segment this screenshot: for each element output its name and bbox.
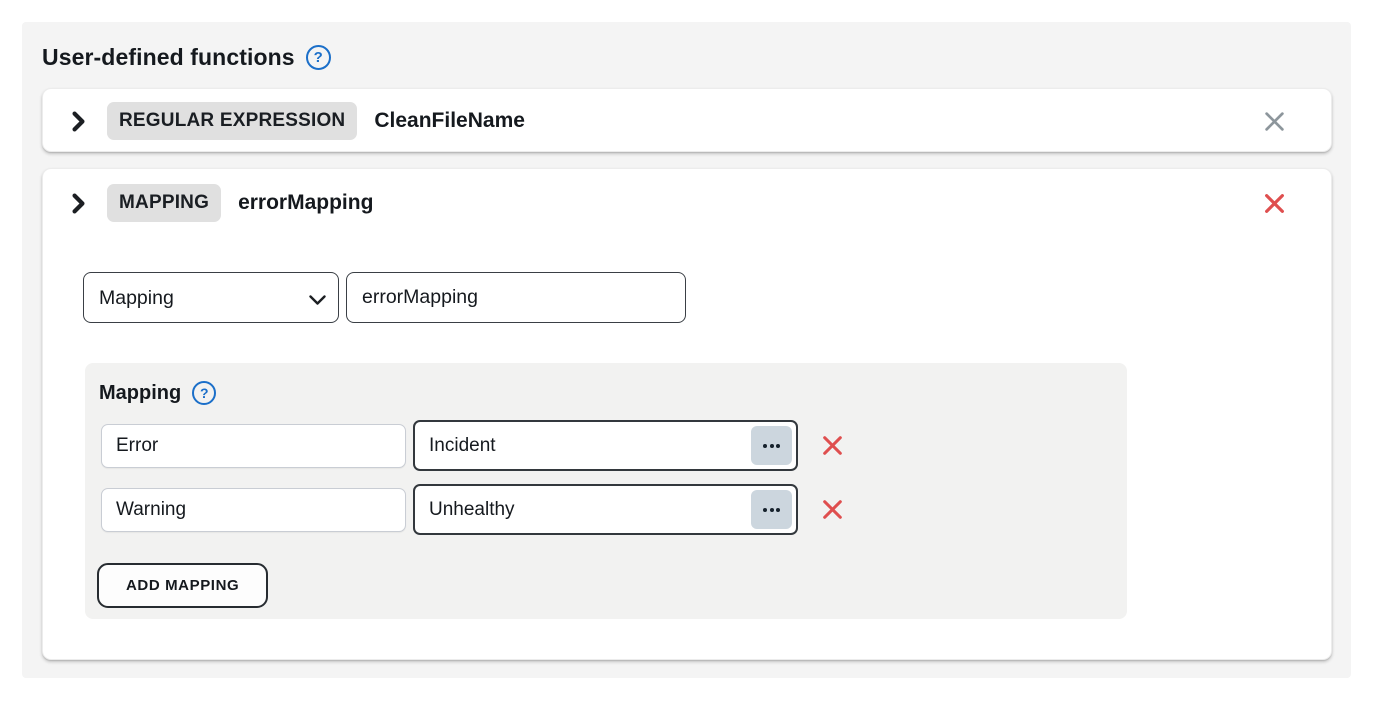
mapping-key-input[interactable] <box>101 487 406 532</box>
add-mapping-button[interactable]: ADD MAPPING <box>97 563 269 608</box>
page-title: User-defined functions <box>42 44 295 70</box>
help-icon[interactable]: ? <box>305 45 331 70</box>
section-header: User-defined functions ? <box>42 44 331 71</box>
expand-chevron-icon[interactable] <box>71 193 86 214</box>
function-type-select[interactable]: Mapping <box>83 272 339 323</box>
user-defined-functions-panel: User-defined functions ? REGULAR EXPRESS… <box>22 22 1351 678</box>
function-card-header[interactable]: MAPPING errorMapping <box>43 169 1331 237</box>
mapping-key-input[interactable] <box>101 423 406 468</box>
function-type-badge: REGULAR EXPRESSION <box>107 102 358 140</box>
remove-function-icon[interactable] <box>1259 106 1289 136</box>
function-name: CleanFileName <box>374 109 525 132</box>
delete-row-icon[interactable] <box>819 433 845 459</box>
mapping-value-field <box>413 484 798 535</box>
ellipsis-icon[interactable] <box>751 490 792 529</box>
function-card-errormapping: MAPPING errorMapping Mapping Mapping ? <box>42 168 1332 660</box>
function-card-header[interactable]: REGULAR EXPRESSION CleanFileName <box>43 89 1331 153</box>
mapping-value-field <box>413 420 798 471</box>
delete-row-icon[interactable] <box>819 497 845 523</box>
expand-chevron-icon[interactable] <box>71 111 86 132</box>
mapping-row <box>101 484 845 535</box>
help-icon[interactable]: ? <box>192 381 217 405</box>
function-name: errorMapping <box>238 191 374 214</box>
mapping-panel-header: Mapping ? <box>99 381 217 405</box>
ellipsis-icon[interactable] <box>751 426 792 465</box>
function-card-cleanfilename: REGULAR EXPRESSION CleanFileName <box>42 88 1332 152</box>
mapping-value-input[interactable] <box>415 422 744 469</box>
function-type-badge: MAPPING <box>107 184 222 222</box>
remove-function-icon[interactable] <box>1259 188 1289 218</box>
function-type-select-wrap: Mapping <box>83 272 339 323</box>
mapping-row <box>101 420 845 471</box>
mapping-label: Mapping <box>99 381 182 404</box>
function-name-input[interactable] <box>346 272 686 323</box>
mapping-value-input[interactable] <box>415 486 744 533</box>
function-definition-row: Mapping <box>83 272 686 323</box>
mapping-panel: Mapping ? <box>85 363 1127 619</box>
